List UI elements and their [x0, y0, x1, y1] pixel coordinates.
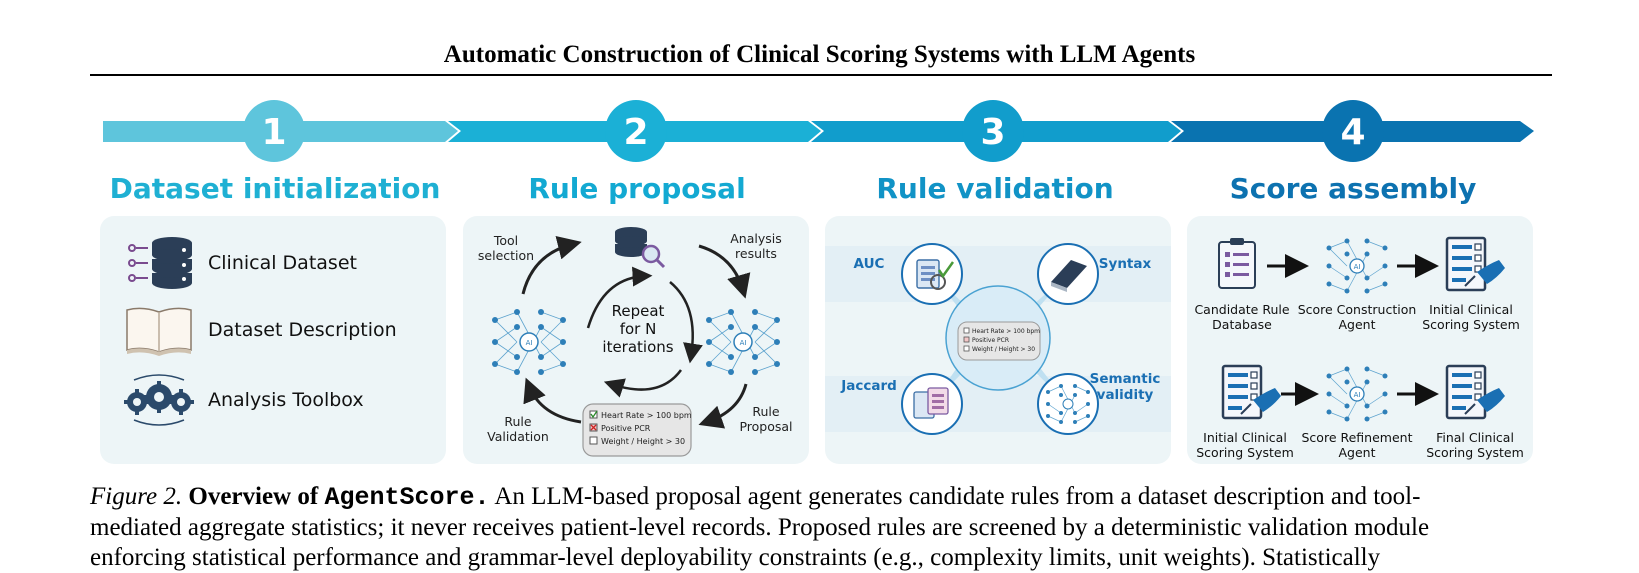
rules-card: Heart Rate > 100 bpm Positive PCR Weight…	[582, 403, 692, 457]
svg-text:Final Clinical: Final Clinical	[1436, 430, 1514, 445]
arrow-analysis-results	[698, 244, 751, 299]
svg-text:1: 1	[261, 112, 286, 153]
svg-text:Weight / Height > 30: Weight / Height > 30	[601, 437, 685, 446]
loop-arrow-bottom	[603, 369, 683, 398]
stage-title-3: Rule validation	[876, 172, 1114, 205]
dataset-item-label: Clinical Dataset	[208, 252, 357, 274]
svg-text:Scoring System: Scoring System	[1196, 445, 1294, 460]
dataset-item-toolbox: Analysis Toolbox	[124, 372, 364, 428]
svg-text:iterations: iterations	[602, 338, 673, 356]
svg-text:Analysis: Analysis	[730, 231, 782, 246]
svg-text:AI: AI	[1354, 391, 1361, 399]
figure-label: Figure 2.	[90, 483, 183, 510]
arrow-rule-validation	[523, 377, 582, 424]
syntax-book-icon	[1037, 243, 1099, 305]
svg-text:validity: validity	[1097, 387, 1154, 403]
svg-text:Rule: Rule	[504, 414, 532, 429]
caption-bold-lead: Overview of	[188, 483, 319, 510]
svg-text:results: results	[735, 246, 777, 261]
svg-text:AI: AI	[740, 339, 747, 347]
dataset-panel: Clinical Dataset Dataset Description Ana…	[100, 216, 446, 464]
svg-text:Validation: Validation	[487, 429, 549, 444]
database-icon	[128, 237, 192, 289]
svg-text:Tool: Tool	[493, 233, 518, 248]
dataset-item-clinical: Clinical Dataset	[124, 234, 357, 292]
stage-circle-2: 2	[605, 100, 667, 162]
validation-diagram: Heart Rate > 100 bpm Positive PCR Weight…	[825, 243, 1171, 435]
caption-line-2: mediated aggregate statistics; it never …	[90, 514, 1430, 541]
stage-circle-1: 1	[243, 100, 305, 162]
svg-text:3: 3	[980, 112, 1005, 153]
score-construction-agent-icon: AI	[1325, 237, 1389, 295]
svg-text:4: 4	[1340, 112, 1365, 153]
svg-text:Scoring System: Scoring System	[1426, 445, 1524, 460]
svg-text:Candidate Rule: Candidate Rule	[1194, 302, 1289, 317]
svg-text:Proposal: Proposal	[739, 419, 792, 434]
svg-text:Initial Clinical: Initial Clinical	[1203, 430, 1287, 445]
assembly-panel: AI Candidate Rule Database Score Constru…	[1187, 216, 1533, 464]
proposal-panel: AI AI Tool selection Analysis results Re…	[463, 216, 809, 464]
rules-card: Heart Rate > 100 bpm Positive PCR Weight…	[957, 321, 1041, 361]
svg-text:Agent: Agent	[1339, 317, 1376, 332]
svg-text:Positive PCR: Positive PCR	[972, 337, 1009, 344]
caption-line-3: enforcing statistical performance and gr…	[90, 544, 1381, 571]
final-scoring-system-icon	[1445, 364, 1507, 420]
svg-text:Score Construction: Score Construction	[1298, 302, 1417, 317]
dataset-item-description: Dataset Description	[124, 304, 397, 356]
svg-text:Syntax: Syntax	[1099, 256, 1152, 272]
loop-arrow-top	[586, 266, 653, 329]
initial-scoring-system-icon	[1445, 236, 1507, 292]
svg-text:2: 2	[623, 112, 648, 153]
ai-network-right: AI	[705, 308, 781, 376]
svg-text:AI: AI	[526, 339, 533, 347]
caption-system-name: AgentScore.	[324, 483, 490, 512]
figure-caption: Figure 2. Overview of AgentScore. An LLM…	[90, 482, 1552, 573]
svg-text:Database: Database	[1212, 317, 1272, 332]
svg-text:for N: for N	[620, 320, 657, 338]
caption-text: An LLM-based proposal agent generates ca…	[494, 483, 1421, 510]
dataset-item-label: Dataset Description	[208, 319, 397, 341]
caption-line-1: Figure 2. Overview of AgentScore. An LLM…	[90, 482, 1552, 513]
candidate-rule-database-icon	[1218, 237, 1256, 289]
auc-check-icon	[901, 243, 963, 305]
svg-text:Heart Rate > 100 bpm: Heart Rate > 100 bpm	[601, 411, 692, 420]
jaccard-docs-icon	[901, 373, 963, 435]
svg-text:Initial Clinical: Initial Clinical	[1429, 302, 1513, 317]
svg-text:Repeat: Repeat	[612, 302, 665, 320]
svg-text:Weight / Height > 30: Weight / Height > 30	[972, 346, 1035, 353]
initial-scoring-system-icon	[1221, 364, 1283, 420]
svg-text:Rule: Rule	[752, 404, 780, 419]
svg-text:selection: selection	[478, 248, 534, 263]
database-search-icon	[615, 227, 666, 269]
svg-text:Positive PCR: Positive PCR	[601, 424, 651, 433]
stage-title-4: Score assembly	[1229, 172, 1477, 205]
stage-circle-4: 4	[1322, 100, 1384, 162]
assembly-diagram: AI Candidate Rule Database Score Constru…	[1194, 236, 1524, 460]
arrow-rule-proposal	[698, 383, 748, 429]
svg-text:Semantic: Semantic	[1090, 371, 1161, 387]
title-divider	[90, 74, 1552, 76]
svg-text:Heart Rate > 100 bpm: Heart Rate > 100 bpm	[972, 328, 1040, 335]
semantic-network-icon	[1037, 373, 1099, 435]
svg-text:Agent: Agent	[1339, 445, 1376, 460]
dataset-item-label: Analysis Toolbox	[208, 389, 364, 411]
loop-arrow-right	[669, 281, 703, 364]
svg-text:AI: AI	[1354, 263, 1361, 271]
gears-icon	[124, 374, 194, 426]
page-title: Automatic Construction of Clinical Scori…	[443, 41, 1196, 68]
stage-title-2: Rule proposal	[528, 172, 746, 205]
svg-text:Scoring System: Scoring System	[1422, 317, 1520, 332]
stage-circle-3: 3	[962, 100, 1024, 162]
book-icon	[126, 307, 192, 356]
svg-text:AUC: AUC	[854, 256, 885, 272]
svg-text:Jaccard: Jaccard	[840, 378, 897, 394]
score-refinement-agent-icon: AI	[1325, 365, 1389, 423]
proposal-diagram: AI AI Tool selection Analysis results Re…	[478, 227, 793, 457]
stage-banner: 1 2 3 4	[103, 100, 1534, 162]
validation-panel: Heart Rate > 100 bpm Positive PCR Weight…	[825, 216, 1171, 464]
stage-title-1: Dataset initialization	[109, 172, 441, 205]
svg-text:Score Refinement: Score Refinement	[1302, 430, 1413, 445]
arrow-tool-selection	[521, 236, 582, 295]
ai-network-left: AI	[491, 308, 567, 376]
